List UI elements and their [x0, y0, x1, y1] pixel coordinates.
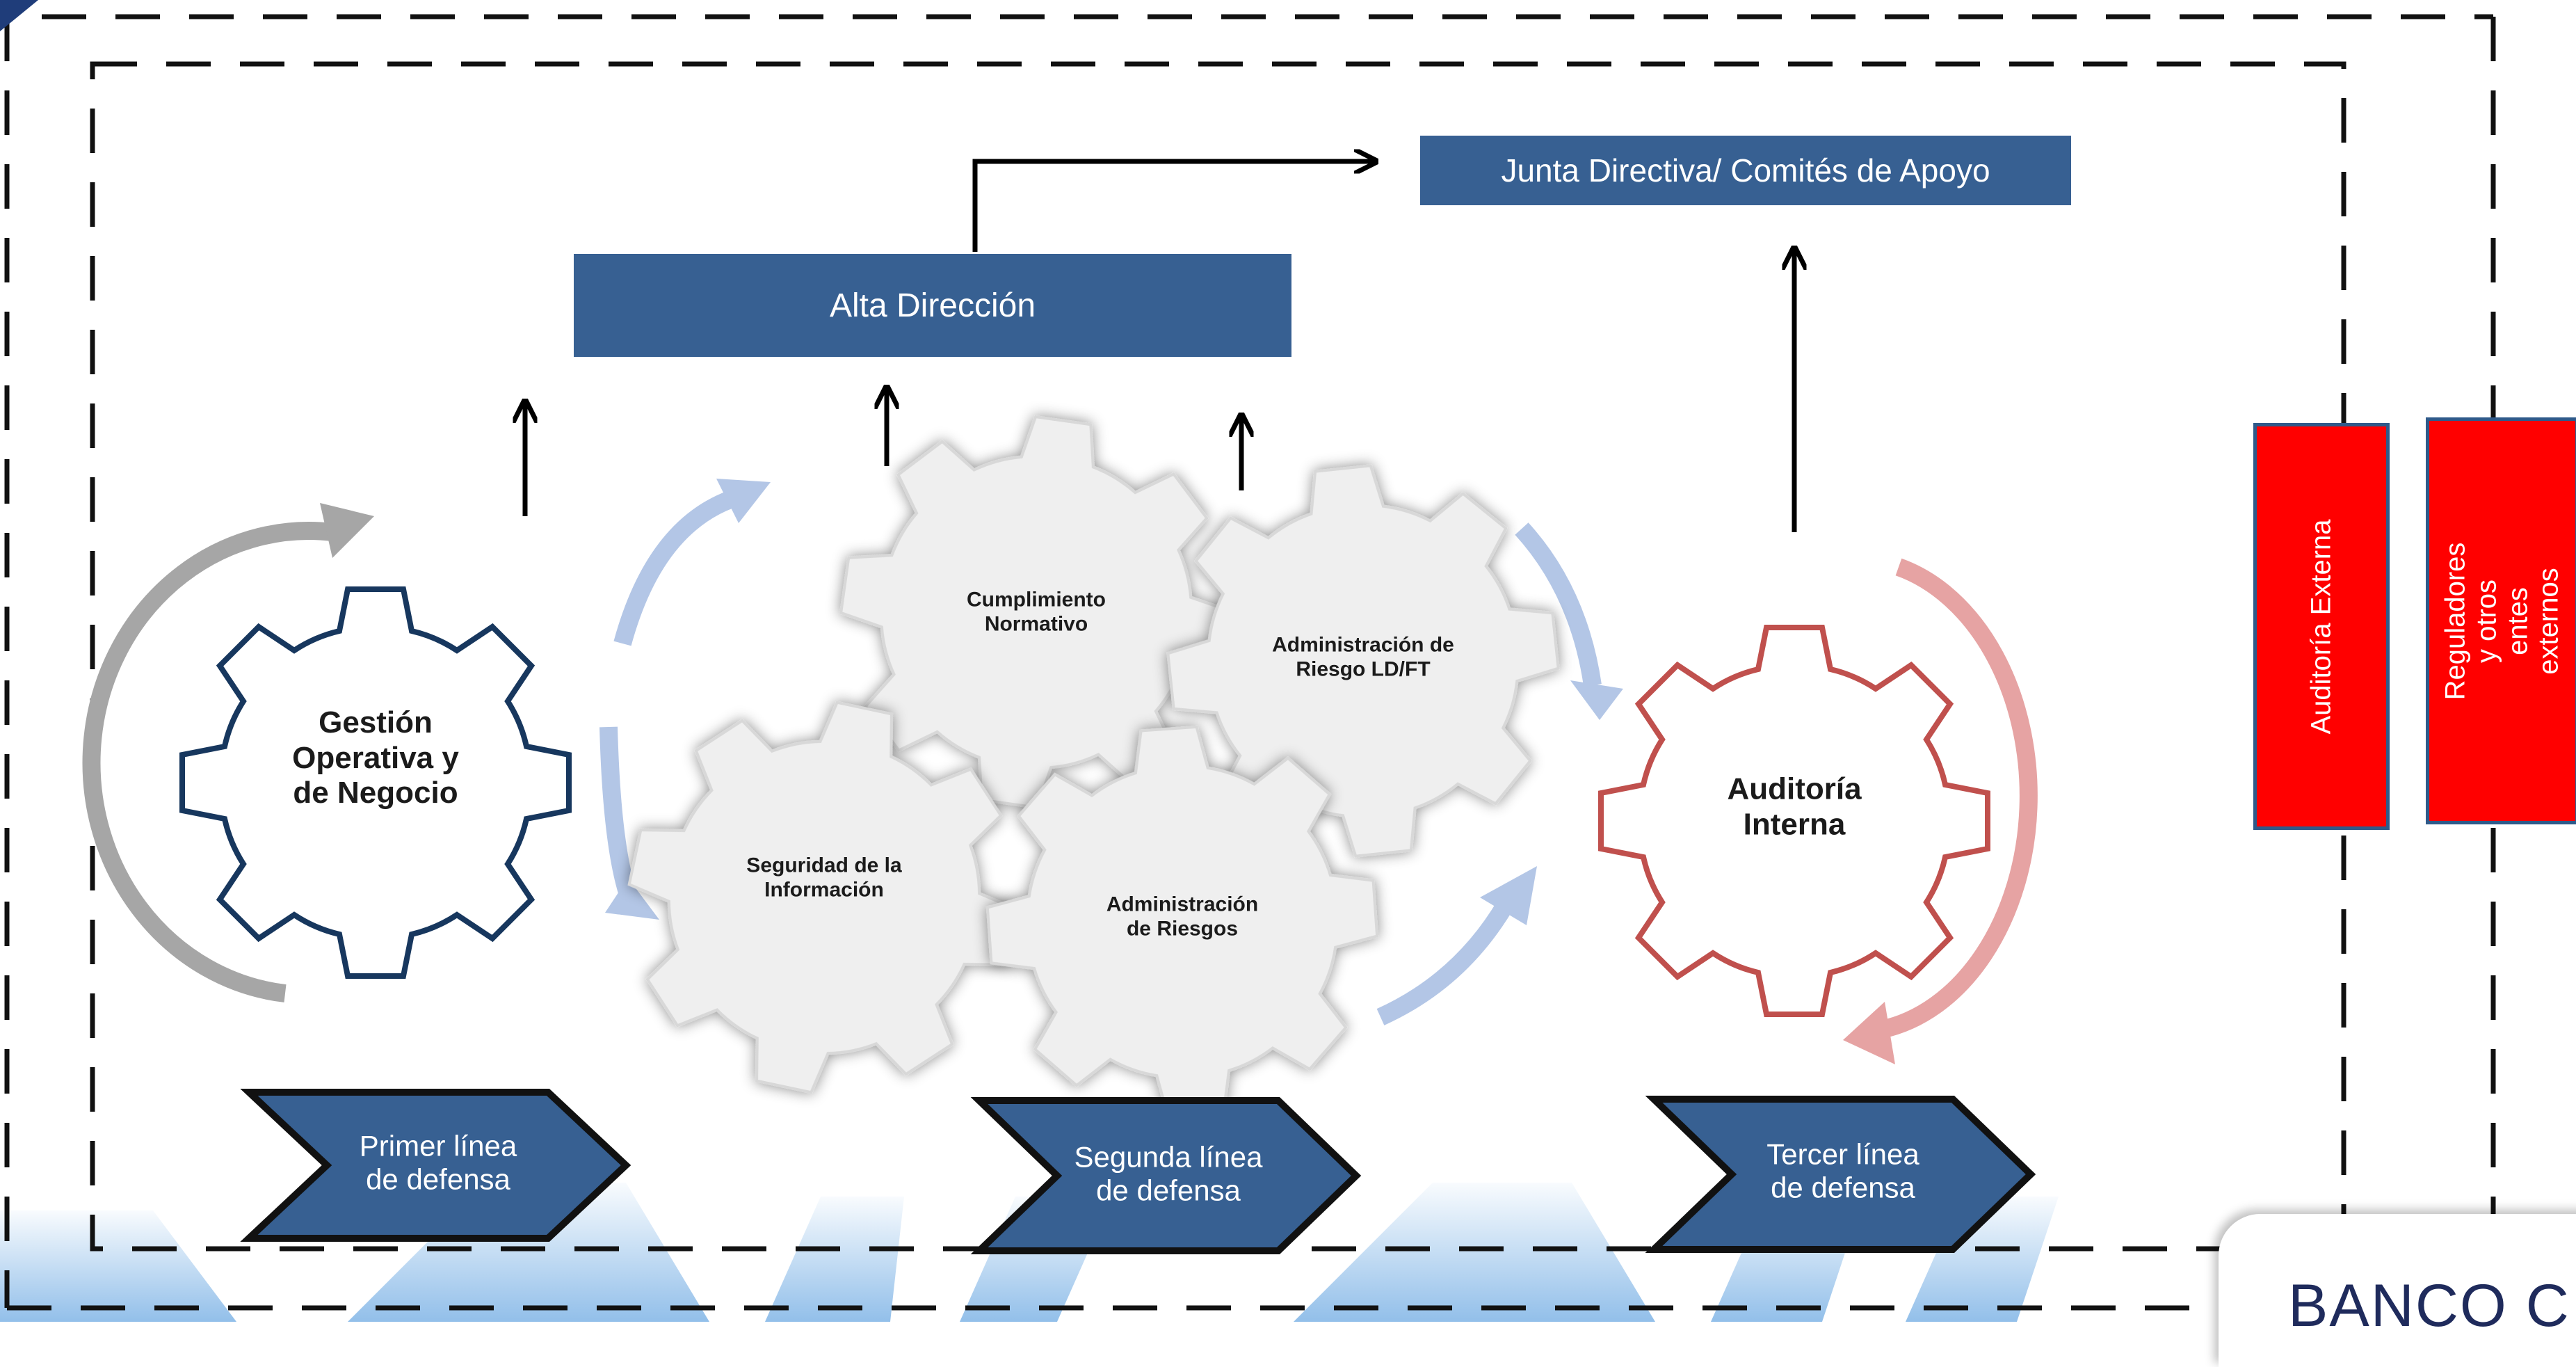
corner-mark: [0, 0, 38, 31]
external-audit-box: Auditoría Externa: [2253, 423, 2390, 830]
gear-operations-label: Gestión Operativa y de Negocio: [292, 705, 459, 810]
second-line-label: Segunda línea de defensa: [1074, 1140, 1263, 1207]
chevron-second-line: [970, 1097, 1362, 1254]
management-box: Alta Dirección: [574, 254, 1291, 357]
gear-aml-risk: [1166, 464, 1560, 858]
top-box: Junta Directiva/ Comités de Apoyo: [1420, 136, 2071, 205]
bank-logo: BANCO C: [2288, 1272, 2570, 1339]
chevron-first-line: [240, 1089, 631, 1242]
gear-info-security-label: Seguridad de la Información: [746, 854, 902, 902]
gear-internal-audit: [1598, 625, 1990, 1017]
gear-operations: [179, 586, 572, 979]
flow-arrows: [82, 479, 2038, 1064]
external-audit-label: Auditoría Externa: [2305, 518, 2337, 735]
gear-info-security: [627, 701, 1021, 1094]
gear-aml-risk-label: Administración de Riesgo LD/FT: [1272, 633, 1454, 681]
third-line-label: Tercer línea de defensa: [1766, 1137, 1919, 1204]
connector-arrows: [525, 161, 1794, 532]
gear-risk-management-label: Administración de Riesgos: [1106, 893, 1259, 941]
diagram-canvas: Junta Directiva/ Comités de Apoyo Alta D…: [0, 0, 2576, 1339]
regulators-box: Reguladores y otros entes externos: [2426, 417, 2576, 824]
gear-compliance-label: Cumplimiento Normativo: [967, 588, 1106, 636]
chevron-third-line: [1645, 1096, 2036, 1253]
gear-internal-audit-label: Auditoría Interna: [1727, 772, 1862, 841]
regulators-label: Reguladores y otros entes externos: [2440, 542, 2564, 700]
first-line-label: Primer línea de defensa: [359, 1129, 517, 1196]
